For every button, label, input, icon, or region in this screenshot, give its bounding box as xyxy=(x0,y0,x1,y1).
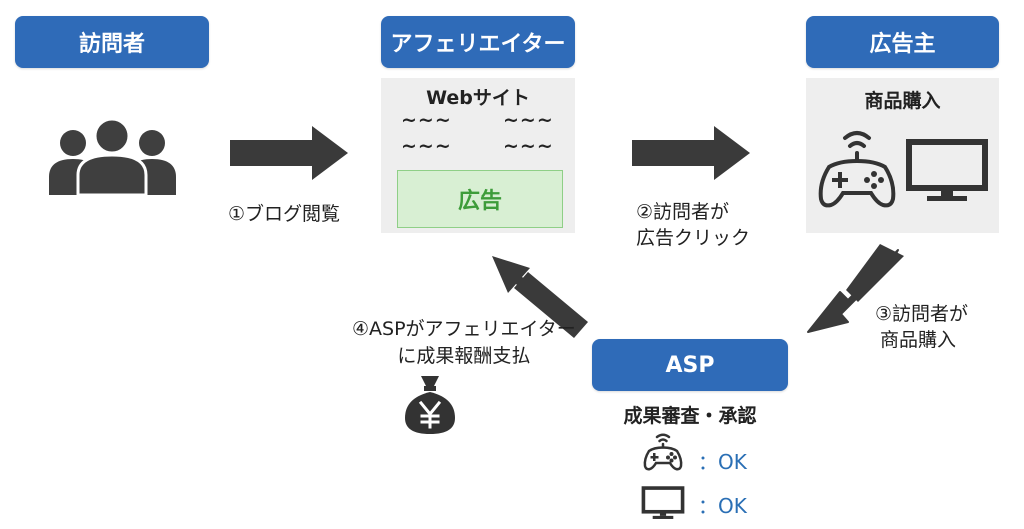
tilde-line: ~~~ xyxy=(503,109,554,131)
step3-line1: ③訪問者が xyxy=(875,303,969,325)
monitor-icon xyxy=(641,486,685,520)
asp-label-text: ASP xyxy=(665,352,715,378)
visitor-label: 訪問者 xyxy=(15,16,209,68)
arrow-asp-to-affiliate xyxy=(484,250,594,342)
monitor-icon xyxy=(905,138,989,204)
arrow-affiliate-to-advertiser xyxy=(632,123,752,183)
step1-label: ①ブログ閲覧 xyxy=(228,203,341,225)
step4-line2: に成果報酬支払 xyxy=(397,345,531,367)
affiliate-label: アフェリエイター xyxy=(381,16,575,68)
step3-label: ③訪問者が 商品購入 xyxy=(875,301,968,353)
step2-line1: ②訪問者が xyxy=(636,201,730,223)
gamepad-icon xyxy=(815,125,899,211)
tilde-line: ~~~ xyxy=(401,135,452,157)
advertiser-label: 広告主 xyxy=(806,16,999,68)
advertiser-panel-title: 商品購入 xyxy=(864,90,941,112)
people-group-icon xyxy=(45,115,180,195)
tilde-line: ~~~ xyxy=(503,135,554,157)
asp-review-title: 成果審査・承認 xyxy=(623,405,757,427)
ad-banner-label: 広告 xyxy=(457,189,502,214)
asp-label: ASP xyxy=(592,339,788,391)
affiliate-label-text: アフェリエイター xyxy=(390,32,566,57)
monitor-approval-status: ：OK xyxy=(698,494,747,518)
gamepad-icon xyxy=(642,432,684,472)
step2-line2: 広告クリック xyxy=(636,227,751,249)
advertiser-label-text: 広告主 xyxy=(869,32,936,57)
tilde-line: ~~~ xyxy=(401,109,452,131)
step4-label: ④ASPがアフェリエイター に成果報酬支払 xyxy=(352,316,576,370)
arrow-visitor-to-affiliate xyxy=(230,123,350,183)
ad-banner[interactable]: 広告 xyxy=(397,170,563,228)
step2-label: ②訪問者が 広告クリック xyxy=(636,199,750,251)
advertiser-panel xyxy=(806,78,999,233)
step3-line2: 商品購入 xyxy=(880,329,957,351)
yen-money-bag-icon xyxy=(403,372,457,436)
arrow-advertiser-to-asp xyxy=(800,240,910,340)
website-title: Webサイト xyxy=(426,87,530,109)
visitor-label-text: 訪問者 xyxy=(78,32,145,57)
gamepad-approval-status: ：OK xyxy=(698,450,747,474)
step4-line1: ④ASPがアフェリエイター xyxy=(352,318,576,340)
